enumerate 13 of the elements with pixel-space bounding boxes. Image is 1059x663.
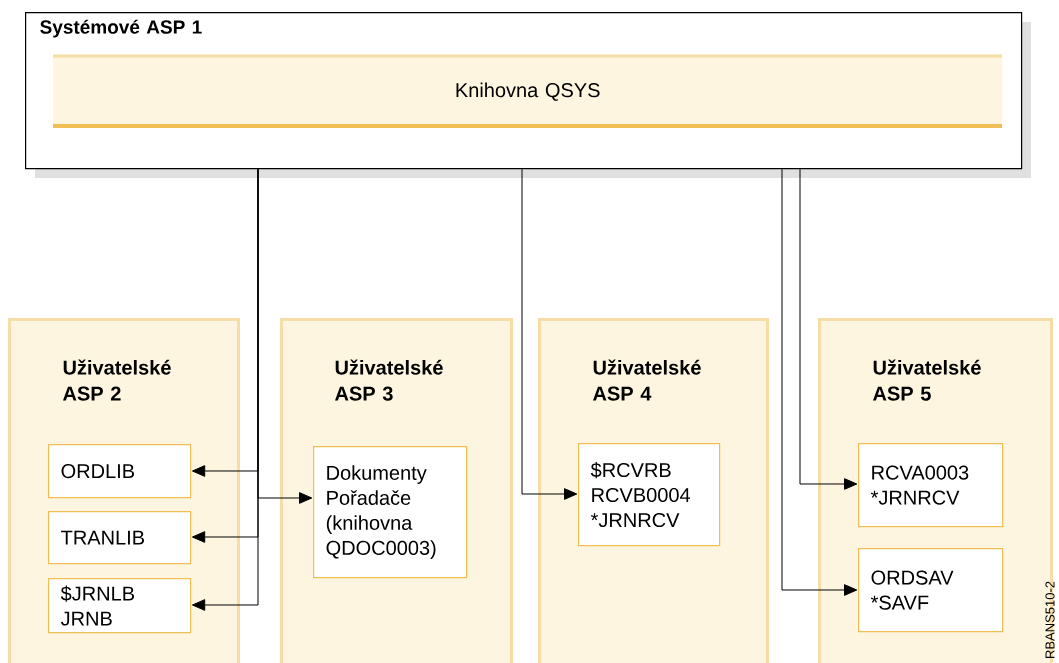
library-band: Knihovna QSYS <box>53 54 1003 129</box>
arrow <box>799 168 858 490</box>
library-box: ORDLIB <box>48 444 192 499</box>
arrow <box>257 168 313 504</box>
library-box: $JRNLB JRNB <box>48 578 192 634</box>
figure-id: RBANS510-2 <box>1045 581 1055 658</box>
library-box: Dokumenty Pořadače (knihovna QDOC0003) <box>313 446 468 579</box>
library-box: $RCVRB RCVB0004 *JRNRCV <box>578 443 721 547</box>
library-box: ORDSAV *SAVF <box>858 548 1004 633</box>
arrow <box>781 168 858 596</box>
library-box: RCVA0003 *JRNRCV <box>858 443 1004 528</box>
arrow <box>521 168 578 500</box>
library-box: TRANLIB <box>48 511 192 565</box>
